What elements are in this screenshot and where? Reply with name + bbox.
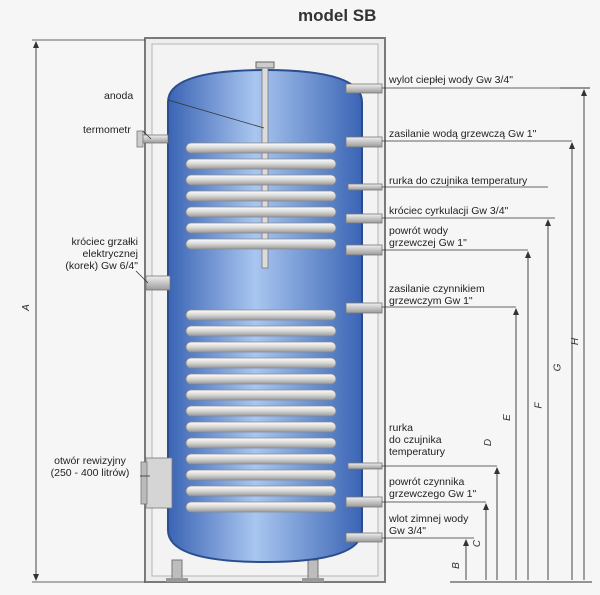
dimension-lines bbox=[35, 42, 592, 583]
label-cold-inlet: wlot zimnej wody Gw 3/4" bbox=[389, 513, 468, 537]
dim-label-D: D bbox=[483, 438, 495, 447]
dim-label-F: F bbox=[533, 402, 545, 409]
dim-label-E: E bbox=[501, 414, 513, 421]
lower-heating-coil bbox=[185, 309, 337, 513]
label-return-lower-line2: grzewczego Gw 1" bbox=[389, 488, 477, 500]
diagram-title: model SB bbox=[298, 6, 377, 25]
label-sensor-upper: rurka do czujnika temperatury bbox=[389, 175, 528, 187]
label-inspection-opening: otwór rewizyjny (250 - 400 litrów) bbox=[40, 455, 140, 479]
right-connections bbox=[345, 83, 383, 543]
left-connections bbox=[136, 130, 173, 509]
label-cold-inlet-line1: wlot zimnej wody bbox=[389, 513, 469, 525]
dim-label-B: B bbox=[450, 562, 462, 569]
label-anode: anoda bbox=[104, 90, 134, 102]
label-supply-upper: zasilanie wodą grzewczą Gw 1" bbox=[389, 128, 537, 140]
label-return-upper-line1: powrót wody bbox=[389, 225, 448, 237]
label-sensor-lower-line1: rurka bbox=[389, 422, 413, 434]
upper-heating-coil bbox=[185, 142, 337, 250]
label-return-lower: powrót czynnika grzewczego Gw 1" bbox=[389, 476, 476, 500]
label-sensor-lower-line2: do czujnika bbox=[389, 434, 442, 446]
label-sensor-lower-line3: temperatury bbox=[389, 446, 446, 458]
label-inspection-line1: otwór rewizyjny bbox=[54, 455, 126, 467]
label-return-upper: powrót wody grzewczej Gw 1" bbox=[389, 225, 467, 249]
dim-label-G: G bbox=[552, 363, 564, 372]
label-cold-inlet-line2: Gw 3/4" bbox=[389, 525, 426, 537]
label-heater-port-line1: króciec grzałki bbox=[71, 236, 138, 248]
label-supply-lower-line2: grzewczym Gw 1" bbox=[389, 295, 473, 307]
dimension-arrows bbox=[33, 41, 587, 581]
label-sensor-lower: rurka do czujnika temperatury bbox=[389, 422, 445, 458]
label-circulation: króciec cyrkulacji Gw 3/4" bbox=[389, 205, 509, 217]
dim-label-C: C bbox=[472, 539, 484, 548]
label-heater-port-line3: (korek) Gw 6/4" bbox=[65, 260, 138, 272]
label-return-upper-line2: grzewczej Gw 1" bbox=[389, 237, 467, 249]
label-supply-lower-line1: zasilanie czynnikiem bbox=[389, 283, 485, 295]
dim-label-A: A bbox=[20, 304, 32, 311]
label-return-lower-line1: powrót czynnika bbox=[389, 476, 465, 488]
legs bbox=[166, 559, 324, 583]
label-heater-port: króciec grzałki elektrycznej (korek) Gw … bbox=[48, 236, 138, 272]
label-hot-outlet: wylot ciepłej wody Gw 3/4" bbox=[389, 74, 513, 86]
label-supply-lower: zasilanie czynnikiem grzewczym Gw 1" bbox=[389, 283, 485, 307]
leader-lines bbox=[32, 39, 572, 583]
label-heater-port-line2: elektrycznej bbox=[82, 248, 138, 260]
label-thermometer: termometr bbox=[83, 124, 131, 136]
label-inspection-line2: (250 - 400 litrów) bbox=[50, 467, 130, 479]
dim-label-H: H bbox=[570, 337, 582, 346]
